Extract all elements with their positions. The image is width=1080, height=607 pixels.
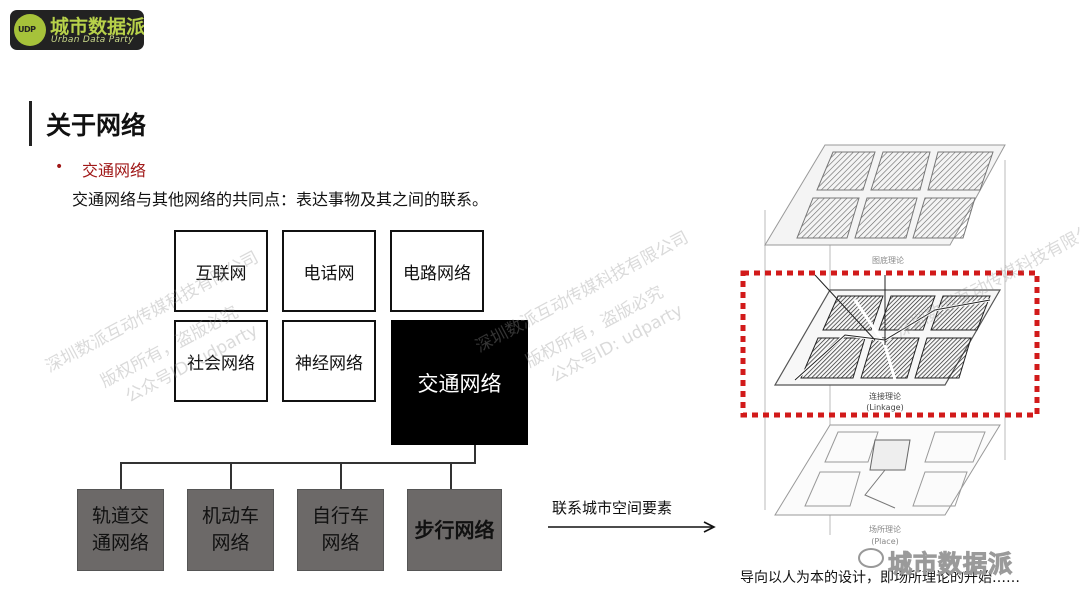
bottom-layer-place: [774, 424, 1001, 516]
connector-vertical-main: [474, 445, 476, 463]
transport-box-rail: 轨道交 通网络: [77, 489, 164, 571]
network-box-neural: 神经网络: [282, 320, 376, 402]
connector-drop-1: [120, 462, 122, 490]
diagram-caption: 导向以人为本的设计，即场所理论的开始……: [740, 570, 1020, 586]
network-box-social: 社会网络: [174, 320, 268, 402]
middle-layer-linkage: [773, 274, 1002, 386]
network-box-transport: 交通网络: [391, 320, 528, 445]
transport-box-bicycle: 自行车 网络: [297, 489, 384, 571]
page-title: 关于网络: [46, 111, 147, 140]
transport-box-motor: 机动车 网络: [187, 489, 274, 571]
heading-accent-bar: [29, 101, 32, 146]
highlight-dotted-frame: [740, 270, 1040, 418]
top-layer-figure-ground: [764, 144, 1006, 246]
bullet-text: 交通网络: [82, 161, 147, 180]
middle-layer-label: 连接理论: [869, 391, 901, 401]
connector-drop-4: [450, 462, 452, 490]
watermark-line-5: 版权所有，盗版必究: [522, 282, 667, 373]
logo-mark-icon: UDP: [14, 14, 46, 46]
logo-subtitle: Urban Data Party: [51, 35, 134, 45]
bullet-dot: •: [55, 159, 64, 175]
layered-theory-diagram: 图底理论 连接理论 (Linkage) 场所理论 (Place): [740, 144, 1040, 546]
middle-layer-sublabel: (Linkage): [866, 403, 903, 412]
description-text: 交通网络与其他网络的共同点：表达事物及其之间的联系。: [72, 190, 489, 209]
right-arrow-icon: [548, 521, 716, 533]
bottom-layer-label: 场所理论: [869, 524, 901, 534]
brand-logo: UDP 城市数据派 Urban Data Party: [10, 10, 144, 50]
connector-horizontal: [120, 462, 476, 464]
transport-box-walking: 步行网络: [407, 489, 502, 571]
network-box-internet: 互联网: [174, 230, 268, 312]
top-layer-label: 图底理论: [872, 255, 904, 265]
arrow-label: 联系城市空间要素: [552, 499, 673, 517]
network-box-circuit: 电路网络: [390, 230, 484, 312]
bottom-layer-sublabel: (Place): [871, 537, 899, 546]
footer-brand: 城市数据派: [888, 550, 1013, 579]
connector-drop-3: [340, 462, 342, 490]
logo-mark-text: UDP: [18, 25, 36, 34]
watermark-line-6: 公众号ID: udparty: [547, 300, 687, 388]
wechat-icon: [858, 548, 884, 568]
network-box-telephone: 电话网: [282, 230, 376, 312]
connector-drop-2: [230, 462, 232, 490]
logo-title: 城市数据派: [50, 16, 144, 38]
